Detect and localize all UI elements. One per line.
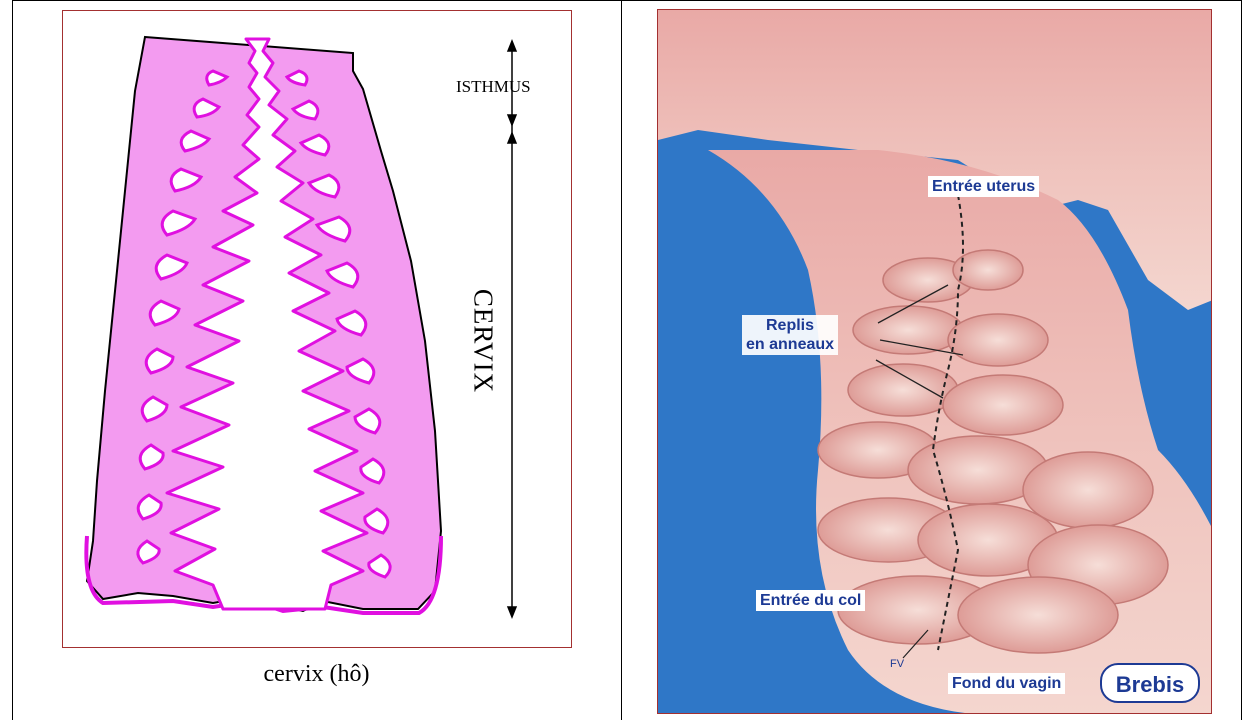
left-caption: cervix (hô): [12, 661, 621, 688]
cervix-label: CERVIX: [468, 283, 499, 399]
label-replis-line1: Replis: [746, 316, 834, 335]
table-divider: [621, 0, 622, 720]
dimension-arrows: [508, 41, 516, 617]
isthmus-label: ISTHMUS: [456, 77, 531, 97]
label-replis-line2: en anneaux: [746, 335, 834, 354]
label-replis-en-anneaux: Replis en anneaux: [742, 315, 838, 355]
label-fond-du-vagin: Fond du vagin: [948, 673, 1065, 694]
cervix-diagram: ISTHMUS CERVIX: [62, 10, 572, 648]
label-entree-uterus: Entrée uterus: [928, 176, 1039, 197]
label-fv: FV: [890, 655, 904, 674]
label-entree-du-col: Entrée du col: [756, 590, 865, 611]
brebis-badge: Brebis: [1100, 663, 1200, 703]
sheep-cervix-photo: Entrée uterus Replis en anneaux Entrée d…: [657, 9, 1212, 714]
photo-illustration: [658, 10, 1212, 714]
